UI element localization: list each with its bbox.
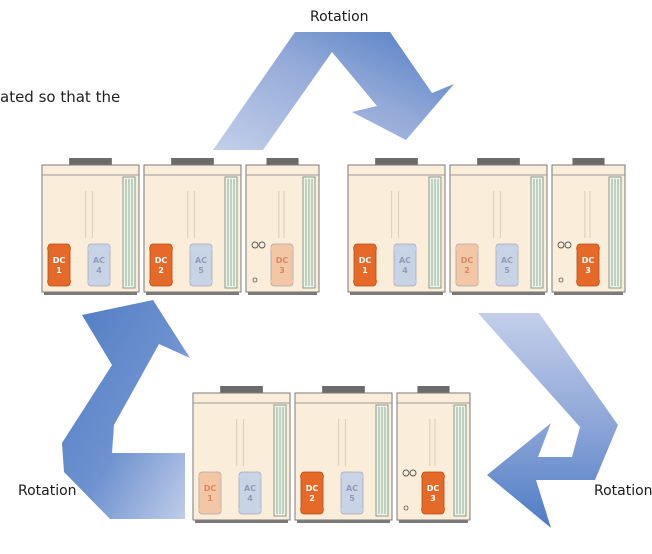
unit-base: [297, 520, 390, 523]
fan-top: [322, 386, 365, 393]
compressor-type-label: DC: [461, 256, 474, 265]
compressor-type-label: DC: [359, 256, 372, 265]
rotation-label-left: Rotation: [18, 483, 77, 499]
compressor-type-label: AC: [195, 256, 207, 265]
compressor-ac-4: AC4: [87, 243, 111, 287]
compressor-dc-2: DC2: [300, 471, 324, 515]
rotation-label-top: Rotation: [310, 9, 369, 25]
compressor-ac-4: AC4: [238, 471, 262, 515]
fan-top: [69, 158, 112, 165]
unit-base: [195, 520, 288, 523]
rotation-arrow-left: [62, 300, 190, 519]
compressor-type-label: AC: [399, 256, 411, 265]
fan-top: [375, 158, 418, 165]
compressor-number-label: 5: [198, 266, 204, 275]
fan-top: [572, 158, 605, 165]
compressor-number-label: 4: [402, 266, 408, 275]
compressor-dc-3: DC3: [270, 243, 294, 287]
compressor-dc-3: DC3: [576, 243, 600, 287]
unit-base: [248, 292, 317, 295]
compressor-dc-1: DC1: [198, 471, 222, 515]
compressor-number-label: 3: [430, 494, 436, 503]
compressor-number-label: 4: [247, 494, 253, 503]
compressor-number-label: 3: [279, 266, 285, 275]
outdoor-unit: DC2 AC5: [449, 158, 548, 295]
fan-top: [477, 158, 520, 165]
compressor-type-label: DC: [427, 484, 440, 493]
compressor-dc-2: DC2: [149, 243, 173, 287]
compressor-dc-3: DC3: [421, 471, 445, 515]
compressor-ac-5: AC5: [495, 243, 519, 287]
compressor-ac-5: AC5: [189, 243, 213, 287]
compressor-type-label: DC: [53, 256, 66, 265]
compressor-type-label: DC: [306, 484, 319, 493]
compressor-type-label: AC: [501, 256, 513, 265]
compressor-number-label: 4: [96, 266, 102, 275]
outdoor-unit: DC2 AC5: [143, 158, 242, 295]
compressor-type-label: DC: [155, 256, 168, 265]
compressor-number-label: 1: [56, 266, 62, 275]
compressor-number-label: 2: [158, 266, 164, 275]
compressor-ac-5: AC5: [340, 471, 364, 515]
compressor-number-label: 1: [207, 494, 213, 503]
rotation-arrow-top: [213, 32, 454, 150]
unit-base: [350, 292, 443, 295]
compressor-dc-1: DC1: [353, 243, 377, 287]
caption-text: ated so that the: [0, 88, 121, 106]
compressor-ac-4: AC4: [393, 243, 417, 287]
unit-base: [554, 292, 623, 295]
unit-base: [399, 520, 468, 523]
fan-top: [266, 158, 299, 165]
fan-top: [171, 158, 214, 165]
compressor-type-label: DC: [276, 256, 289, 265]
compressor-type-label: AC: [346, 484, 358, 493]
outdoor-unit: DC1 AC4: [41, 158, 140, 295]
compressor-number-label: 1: [362, 266, 368, 275]
compressor-type-label: AC: [93, 256, 105, 265]
compressor-number-label: 5: [504, 266, 510, 275]
compressor-type-label: AC: [244, 484, 256, 493]
compressor-dc-1: DC1: [47, 243, 71, 287]
fan-top: [220, 386, 263, 393]
outdoor-unit: DC3: [245, 158, 320, 295]
compressor-number-label: 5: [349, 494, 355, 503]
outdoor-unit: DC1 AC4: [192, 386, 291, 523]
compressor-number-label: 2: [464, 266, 470, 275]
outdoor-unit: DC1 AC4: [347, 158, 446, 295]
compressor-number-label: 2: [309, 494, 315, 503]
compressor-number-label: 3: [585, 266, 591, 275]
outdoor-unit: DC3: [551, 158, 626, 295]
compressor-type-label: DC: [582, 256, 595, 265]
outdoor-unit: DC3: [396, 386, 471, 523]
compressor-type-label: DC: [204, 484, 217, 493]
fan-top: [417, 386, 450, 393]
unit-base: [146, 292, 239, 295]
compressor-dc-2: DC2: [455, 243, 479, 287]
rotation-label-right: Rotation: [594, 483, 652, 499]
rotation-arrow-right: [478, 313, 618, 528]
unit-base: [452, 292, 545, 295]
outdoor-unit: DC2 AC5: [294, 386, 393, 523]
unit-base: [44, 292, 137, 295]
